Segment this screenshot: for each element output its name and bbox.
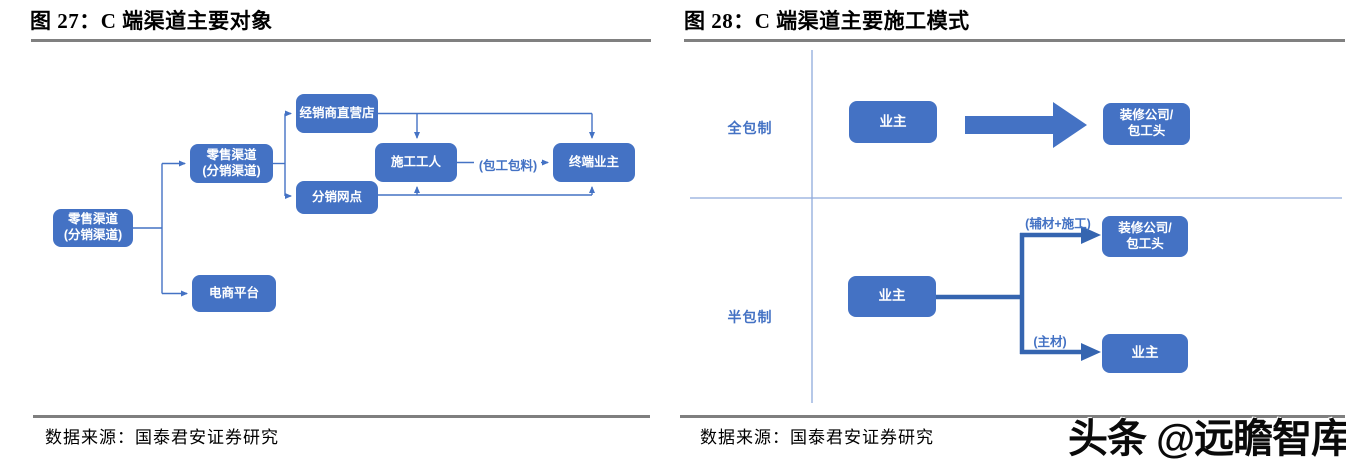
node-decorator-half: 装修公司/ 包工头 xyxy=(1102,216,1188,257)
figure28-title: 图 28：C 端渠道主要施工模式 xyxy=(684,9,970,33)
edge-label-aux-materials: (辅材+施工) xyxy=(1025,217,1091,231)
node-owner-half-result: 业主 xyxy=(1102,334,1188,373)
figure27-title: 图 27：C 端渠道主要对象 xyxy=(30,9,273,33)
mode-label-full-package: 全包制 xyxy=(727,120,773,136)
edge-label-main-materials: (主材) xyxy=(1033,335,1067,349)
watermark-toutiao-yuanzhan: 头条 @远瞻智库 xyxy=(1068,417,1346,461)
node-owner-half: 业主 xyxy=(848,276,936,317)
node-end-owner: 终端业主 xyxy=(553,143,635,182)
node-ecommerce-platform: 电商平台 xyxy=(192,275,276,312)
figure28-title-rule xyxy=(684,39,1345,42)
figure28-source-rule xyxy=(680,415,1345,418)
figure27-source: 数据来源：国泰君安证券研究 xyxy=(45,428,279,447)
arrowhead-main-icon xyxy=(1081,343,1101,361)
node-distribution-outlet: 分销网点 xyxy=(296,181,378,214)
figure27-title-rule xyxy=(31,39,651,42)
figure27-source-rule xyxy=(33,415,650,418)
block-arrow-icon xyxy=(965,102,1087,148)
figure28-source: 数据来源：国泰君安证券研究 xyxy=(700,428,934,447)
node-construction-worker: 施工工人 xyxy=(375,143,457,182)
edge-label-contract-labor-materials: (包工包料) xyxy=(478,159,538,173)
node-decorator-full: 装修公司/ 包工头 xyxy=(1103,103,1190,145)
node-owner-full: 业主 xyxy=(849,101,937,143)
node-retail-channel-root: 零售渠道 (分销渠道) xyxy=(53,209,133,247)
node-retail-channel-sub: 零售渠道 (分销渠道) xyxy=(190,144,273,183)
node-dealer-direct-store: 经销商直营店 xyxy=(296,94,378,133)
mode-label-half-package: 半包制 xyxy=(727,309,773,325)
